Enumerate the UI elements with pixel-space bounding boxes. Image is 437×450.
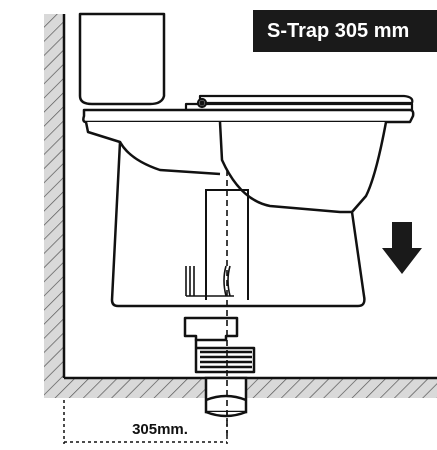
down-arrow-icon (382, 222, 422, 274)
outlet-horn (185, 265, 234, 297)
dimension-line (63, 400, 228, 444)
seat-and-lid (184, 94, 414, 112)
s-trap-connector (183, 316, 256, 374)
rough-in-dimension-label: 305mm. (132, 421, 188, 438)
back-wall (44, 14, 66, 398)
floor (64, 376, 437, 398)
toilet-bowl (82, 108, 415, 308)
trap-type-label: S-Trap 305 mm (253, 10, 437, 52)
cistern-tank (78, 12, 166, 106)
floor-drain-pipe (204, 376, 248, 418)
